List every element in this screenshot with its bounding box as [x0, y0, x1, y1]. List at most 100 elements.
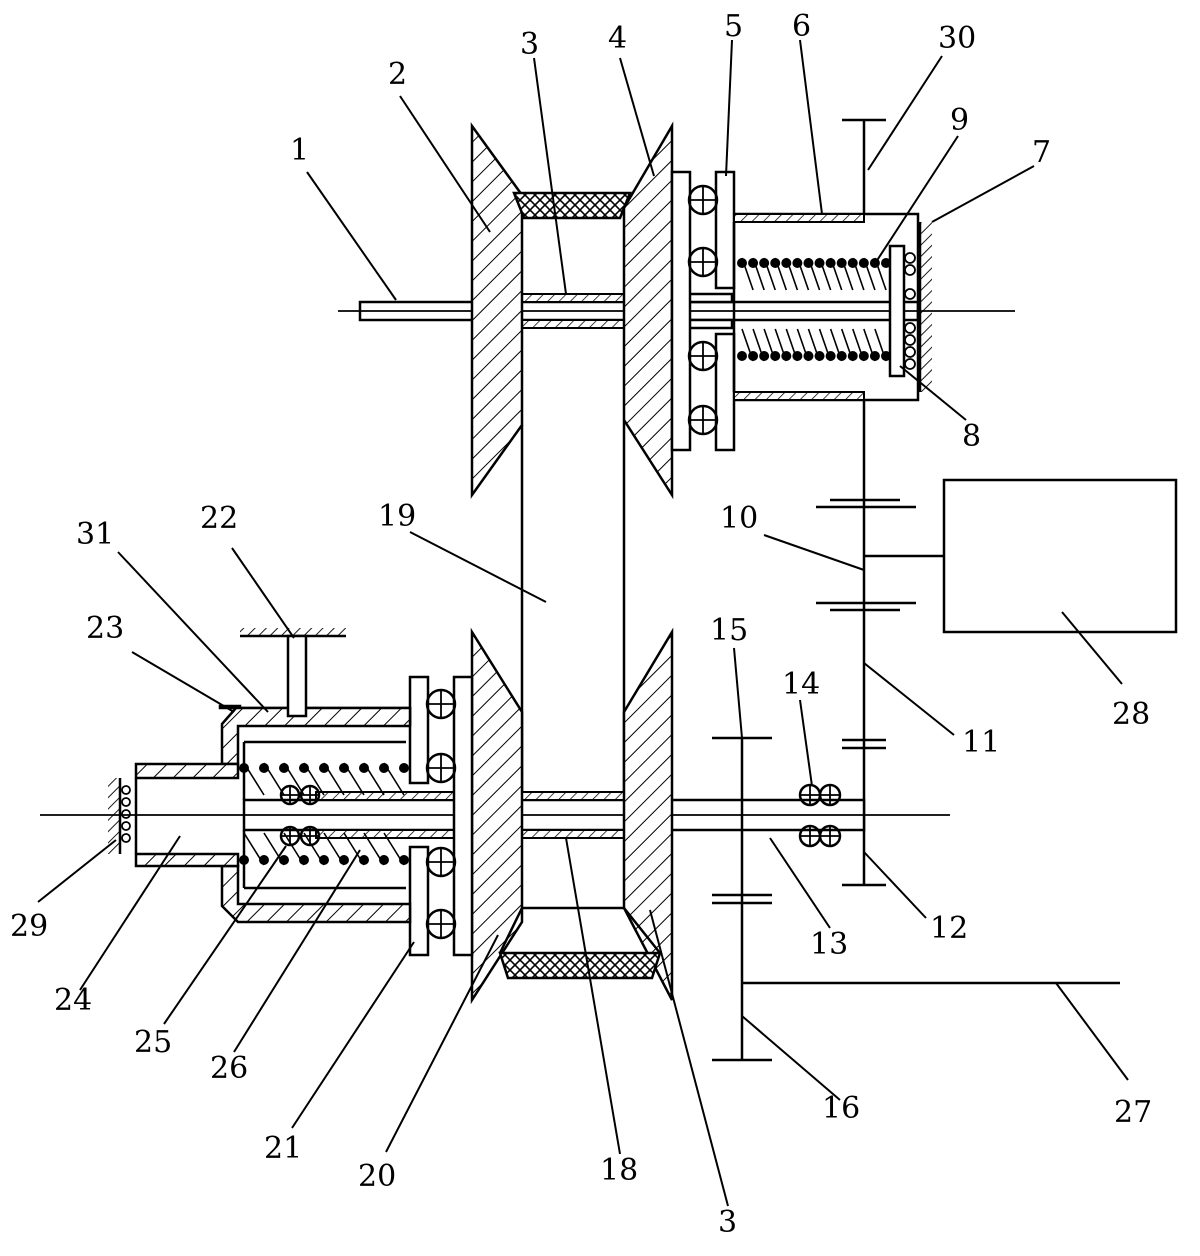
label-25: 25 [134, 1025, 172, 1060]
label-6: 6 [792, 9, 811, 44]
spring-coil-dot [319, 855, 329, 865]
lower-thrust-plate [452, 675, 474, 957]
spring-coil-wire [303, 762, 325, 796]
spring-coil-wire [741, 257, 754, 291]
belt-and-gearing [520, 420, 1178, 887]
lower-housing-neck-top [134, 762, 240, 780]
right-bearing-14 [798, 783, 842, 848]
spring-coil-dot [299, 855, 309, 865]
upper-pulley-assembly [338, 118, 1015, 885]
lower-ground-left [108, 778, 131, 854]
fixed-sheave-upper [470, 122, 524, 499]
fixed-sheave-lower [622, 627, 674, 1001]
spring-coil-dot [869, 351, 880, 361]
spring-coil-wire [818, 257, 832, 291]
spring-coil-dot [814, 351, 825, 361]
spring-coil-wire [852, 257, 865, 291]
spring-coil-dot [759, 351, 770, 361]
spring-coil-dot [881, 351, 891, 361]
upper-end-bearing [904, 252, 916, 370]
upper-flange-top [714, 170, 736, 290]
label-3-lower: 3 [718, 1205, 737, 1240]
spring-coil-dot [881, 258, 891, 268]
spring-coil-wire [283, 762, 305, 796]
spring-coil-dot [259, 855, 269, 865]
label-12: 12 [930, 911, 968, 946]
spring-coil-dot [770, 351, 781, 361]
label-4: 4 [608, 21, 627, 56]
lower-flange-top [408, 675, 430, 785]
label-27: 27 [1114, 1095, 1152, 1130]
spring-coil-dot [379, 855, 389, 865]
spring-coil-wire [863, 257, 876, 291]
movable-sheave-lower [470, 627, 524, 1005]
spring-coil-dot [803, 351, 814, 361]
label-1: 1 [290, 133, 309, 168]
label-9: 9 [950, 103, 969, 138]
label-16: 16 [822, 1091, 860, 1126]
lever-22 [240, 628, 346, 718]
spring-coil-wire [363, 762, 385, 796]
upper-ground-hatch [920, 222, 932, 392]
spring-coil-dot [781, 351, 792, 361]
spring-coil-wire [874, 257, 887, 291]
spring-coil-dot [359, 855, 369, 865]
lower-housing-neck-bottom [134, 852, 240, 868]
label-3-upper: 3 [520, 27, 539, 62]
spring-coil-wire [752, 257, 765, 291]
upper-bearing-balls [687, 184, 719, 436]
upper-housing [732, 212, 920, 402]
movable-sheave-upper [622, 121, 674, 500]
label-18: 18 [600, 1153, 638, 1188]
label-10: 10 [720, 501, 758, 536]
label-15: 15 [710, 613, 748, 648]
upper-flange-bottom [714, 332, 736, 452]
spring-coil-dot [858, 351, 869, 361]
spring-coil-dot [399, 763, 409, 773]
label-20: 20 [358, 1159, 396, 1194]
label-11: 11 [962, 725, 1000, 760]
label-31: 31 [76, 517, 114, 552]
lower-spring [239, 762, 409, 866]
spring-coil-dot [339, 855, 349, 865]
spring-coil-wire [243, 762, 265, 796]
label-2: 2 [388, 57, 407, 92]
spring-coil-dot [825, 351, 836, 361]
spring-coil-dot [399, 855, 409, 865]
belt-lower-section [498, 951, 662, 980]
spring-coil-wire [796, 257, 810, 291]
label-24: 24 [54, 983, 92, 1018]
label-29: 29 [10, 909, 48, 944]
spring-coil-dot [836, 351, 847, 361]
lower-housing-top [220, 706, 412, 766]
label-30: 30 [938, 21, 976, 56]
label-13: 13 [810, 927, 848, 962]
spring-coil-dot [792, 351, 803, 361]
spring-coil-dot [279, 855, 289, 865]
spring-coil-wire [763, 257, 776, 291]
spring-coil-dot [239, 855, 249, 865]
label-23: 23 [86, 611, 124, 646]
label-7: 7 [1032, 135, 1051, 170]
spring-coil-dot [748, 351, 759, 361]
lower-housing-bottom [220, 864, 412, 924]
spring-coil-wire [807, 257, 821, 291]
spring-coil-wire [785, 257, 799, 291]
label-21: 21 [264, 1131, 302, 1166]
spring-coil-dot [847, 351, 858, 361]
lower-bearing-balls [425, 688, 457, 940]
label-19: 19 [378, 499, 416, 534]
spring-coil-wire [829, 257, 843, 291]
label-28: 28 [1112, 697, 1150, 732]
spring-coil-wire [383, 762, 405, 796]
lower-inner-bearing [279, 784, 321, 847]
control-box [942, 478, 1178, 634]
label-26: 26 [210, 1051, 248, 1086]
upper-spring [737, 257, 891, 362]
part-labels: 1 2 3 4 5 6 30 7 9 8 10 28 11 12 13 14 1… [10, 9, 1152, 1240]
label-22: 22 [200, 501, 238, 536]
spring-coil-wire [774, 257, 788, 291]
spring-coil-wire [840, 257, 854, 291]
spring-coil-wire [263, 762, 285, 796]
